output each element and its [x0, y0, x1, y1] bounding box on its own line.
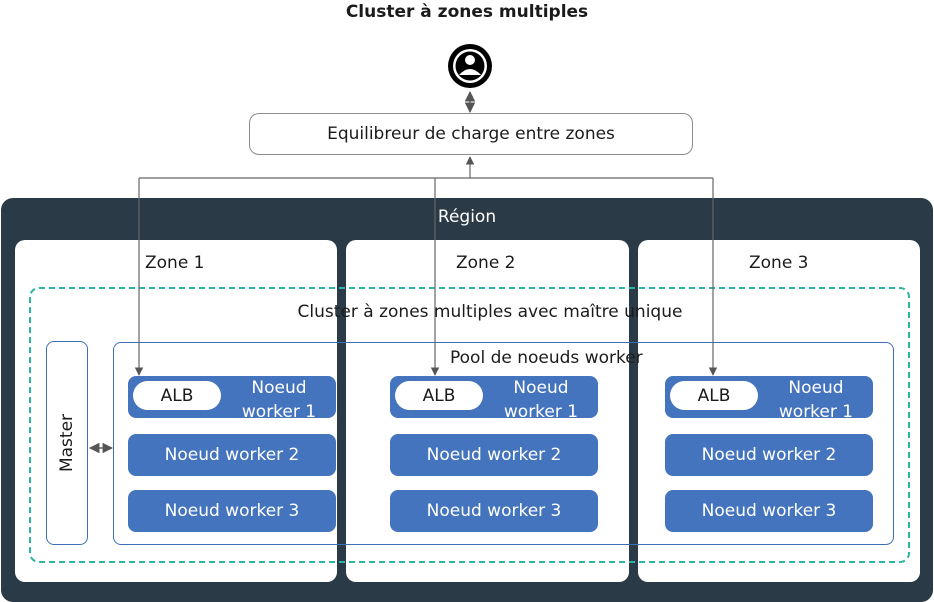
worker-node-3-label: Noeud worker 3: [164, 501, 300, 521]
worker-node-1-label-line2: worker 1: [778, 402, 854, 422]
cluster-boundary: [29, 287, 910, 563]
worker-node-1-zone-3: ALB Noeud worker 1: [665, 376, 873, 422]
zone-3-label: Zone 3: [749, 253, 809, 273]
worker-node-3-zone-2: Noeud worker 3: [390, 490, 598, 532]
worker-node-1-label-line1: Noeud: [251, 378, 307, 398]
worker-node-2-label: Noeud worker 2: [701, 445, 837, 465]
worker-node-3-zone-3: Noeud worker 3: [665, 490, 873, 532]
alb-badge: ALB: [133, 381, 221, 410]
worker-node-2-zone-3: Noeud worker 2: [665, 434, 873, 476]
worker-node-3-zone-1: Noeud worker 3: [128, 490, 336, 532]
worker-node-1-label-line2: worker 1: [241, 402, 317, 422]
worker-node-2-zone-1: Noeud worker 2: [128, 434, 336, 476]
worker-node-2-label: Noeud worker 2: [426, 445, 562, 465]
worker-node-1-label-line1: Noeud: [788, 378, 844, 398]
load-balancer-box: Equilibreur de charge entre zones: [249, 113, 693, 155]
worker-node-1-zone-1: ALB Noeud worker 1: [128, 376, 336, 422]
alb-badge: ALB: [670, 381, 758, 410]
worker-node-3-label: Noeud worker 3: [701, 501, 837, 521]
diagram-title: Cluster à zones multiples: [345, 2, 589, 22]
zone-2-label: Zone 2: [456, 253, 516, 273]
worker-node-1-zone-2: ALB Noeud worker 1: [390, 376, 598, 422]
alb-badge: ALB: [395, 381, 483, 410]
worker-pool-label: Pool de noeuds worker: [450, 348, 643, 368]
worker-node-1-label-line2: worker 1: [503, 402, 579, 422]
worker-node-1-label-line1: Noeud: [513, 378, 569, 398]
master-label: Master: [57, 413, 77, 473]
worker-node-3-label: Noeud worker 3: [426, 501, 562, 521]
region-label: Région: [437, 207, 497, 227]
cluster-label: Cluster à zones multiples avec maître un…: [297, 302, 683, 322]
load-balancer-label: Equilibreur de charge entre zones: [327, 124, 615, 144]
worker-node-2-zone-2: Noeud worker 2: [390, 434, 598, 476]
user-icon: [448, 44, 492, 88]
master-box: [46, 341, 88, 545]
worker-pool: [113, 342, 894, 545]
zone-1-label: Zone 1: [145, 253, 205, 273]
worker-node-2-label: Noeud worker 2: [164, 445, 300, 465]
